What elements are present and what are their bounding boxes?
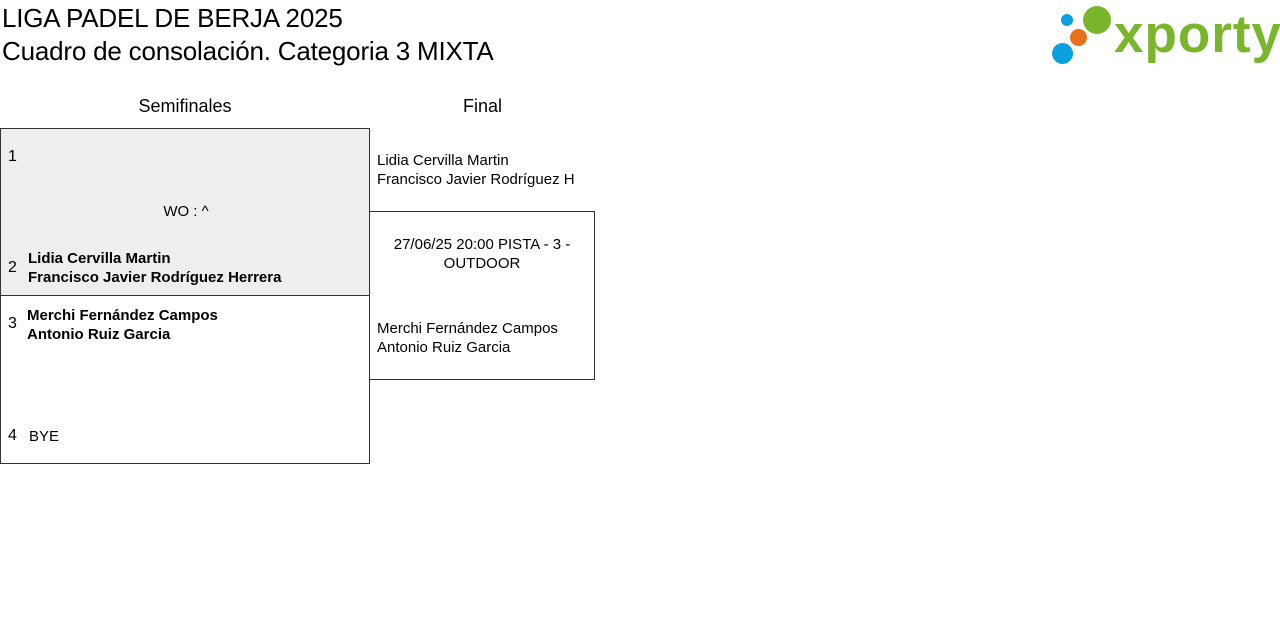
logo-dot-blue-large — [1052, 43, 1073, 64]
logo-wordmark: xporty — [1114, 5, 1280, 64]
seed-number: 3 — [8, 315, 17, 332]
seed-number: 4 — [8, 427, 17, 444]
player-name: Antonio Ruiz Garcia — [377, 339, 511, 356]
page-title: LIGA PADEL DE BERJA 2025 — [2, 3, 343, 33]
final-team-top: Lidia Cervilla Martin Francisco Javier R… — [377, 151, 593, 189]
team-players: Merchi Fernández Campos Antonio Ruiz Gar… — [27, 306, 218, 344]
logo-dot-orange — [1070, 29, 1087, 46]
semifinal-match-2[interactable]: 3 Merchi Fernández Campos Antonio Ruiz G… — [0, 295, 370, 464]
team-players: BYE — [29, 427, 59, 446]
player-name: Lidia Cervilla Martin — [28, 250, 171, 267]
logo-dot-green — [1083, 6, 1111, 34]
final-schedule: 27/06/25 20:00 PISTA - 3 - OUTDOOR — [393, 236, 571, 272]
logo-dot-blue-small — [1061, 14, 1073, 26]
team-players: Lidia Cervilla Martin Francisco Javier R… — [28, 249, 281, 287]
match-score: WO : ^ — [163, 203, 209, 220]
player-name: Francisco Javier Rodríguez H — [377, 171, 575, 188]
seed-number: 2 — [8, 259, 17, 276]
seed-number: 1 — [8, 148, 17, 165]
xporty-logo: xporty — [1052, 4, 1280, 66]
player-name: Merchi Fernández Campos — [377, 320, 558, 337]
semifinal-match-1[interactable]: 1 WO : ^ 2 Lidia Cervilla Martin Francis… — [0, 128, 370, 296]
player-name: Merchi Fernández Campos — [27, 307, 218, 324]
round-header-final: Final — [462, 96, 502, 116]
final-match[interactable] — [369, 211, 595, 380]
player-name: Lidia Cervilla Martin — [377, 152, 509, 169]
player-name: Francisco Javier Rodríguez Herrera — [28, 269, 282, 286]
player-name: BYE — [29, 428, 60, 445]
page-subtitle: Cuadro de consolación. Categoria 3 MIXTA — [2, 36, 494, 66]
round-header-semifinales: Semifinales — [138, 96, 232, 116]
final-team-bottom: Merchi Fernández Campos Antonio Ruiz Gar… — [377, 319, 593, 357]
player-name: Antonio Ruiz Garcia — [27, 326, 171, 343]
